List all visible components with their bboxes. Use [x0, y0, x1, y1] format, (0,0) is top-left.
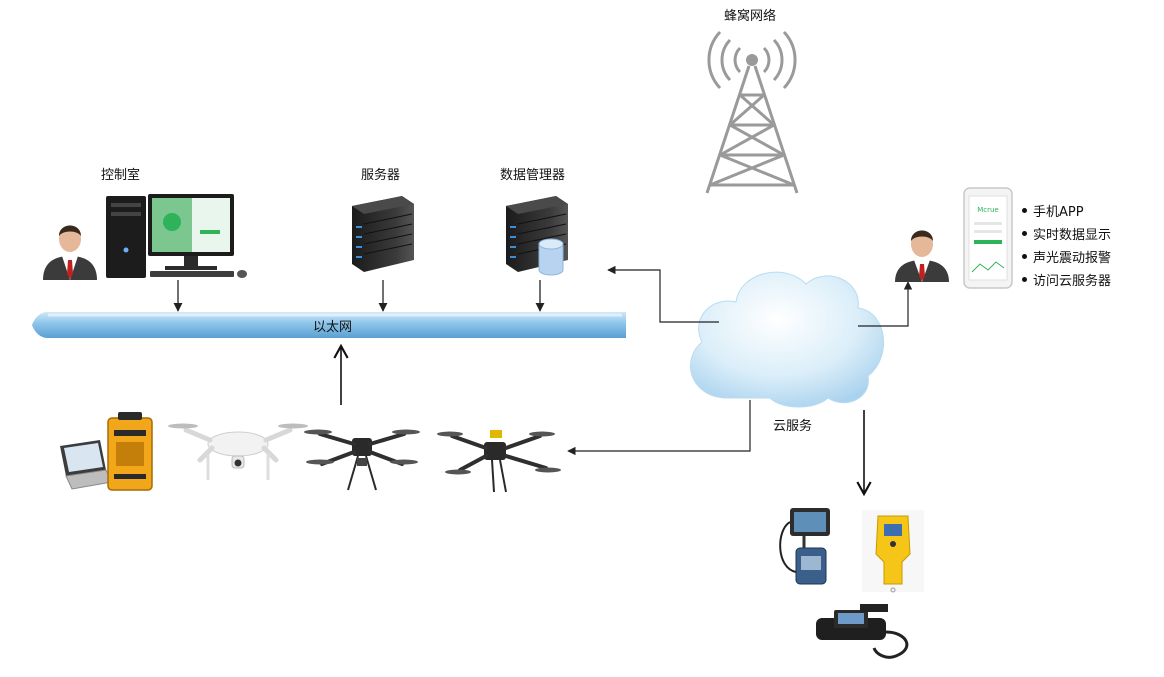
handheld-detector-icon	[862, 510, 924, 593]
feature-item: 访问云服务器	[1022, 270, 1111, 293]
laptop-icon	[60, 440, 113, 490]
drone-black-icon	[304, 429, 420, 491]
tower-label: 蜂窝网络	[724, 9, 777, 24]
ethernet-label: 以太网	[313, 320, 353, 335]
server-label: 服务器	[361, 168, 401, 183]
detector-case-icon	[107, 412, 153, 491]
bullet-icon	[1022, 231, 1027, 236]
mobile-user-person-icon	[895, 230, 949, 282]
control-room-label: 控制室	[101, 168, 141, 183]
feature-text: 访问云服务器	[1033, 274, 1112, 289]
lan-connectors	[173, 280, 545, 312]
app-feature-list: 手机APP 实时数据显示 声光震动报警 访问云服务器	[1022, 201, 1111, 293]
cloud-label: 云服务	[773, 419, 813, 434]
data-manager-label: 数据管理器	[500, 168, 566, 183]
smartphone-icon: Mcrue	[963, 187, 1013, 289]
pc-tower-icon	[106, 196, 146, 278]
drone-white-icon	[168, 423, 308, 480]
drone-matrice-icon	[437, 430, 561, 493]
ethernet-bus	[32, 312, 626, 338]
bullet-icon	[1022, 277, 1027, 282]
phone-screen-title: Mcrue	[977, 206, 999, 214]
server-rack-icon	[352, 196, 414, 272]
feature-text: 实时数据显示	[1033, 228, 1112, 243]
tablet-detector-icon	[779, 508, 830, 585]
control-room-person-icon	[43, 225, 97, 280]
feature-item: 声光震动报警	[1022, 247, 1111, 270]
feature-item: 实时数据显示	[1022, 224, 1111, 247]
monitor-icon	[148, 194, 247, 278]
bullet-icon	[1022, 254, 1027, 259]
probe-detector-icon	[816, 604, 909, 659]
feature-item: 手机APP	[1022, 201, 1111, 224]
bullet-icon	[1022, 208, 1027, 213]
cloud-connectors	[567, 265, 913, 456]
cloud-icon	[690, 271, 885, 408]
feature-text: 手机APP	[1033, 205, 1084, 220]
feature-text: 声光震动报警	[1033, 251, 1112, 266]
cell-tower-icon	[705, 30, 799, 194]
database-icon	[538, 238, 564, 276]
